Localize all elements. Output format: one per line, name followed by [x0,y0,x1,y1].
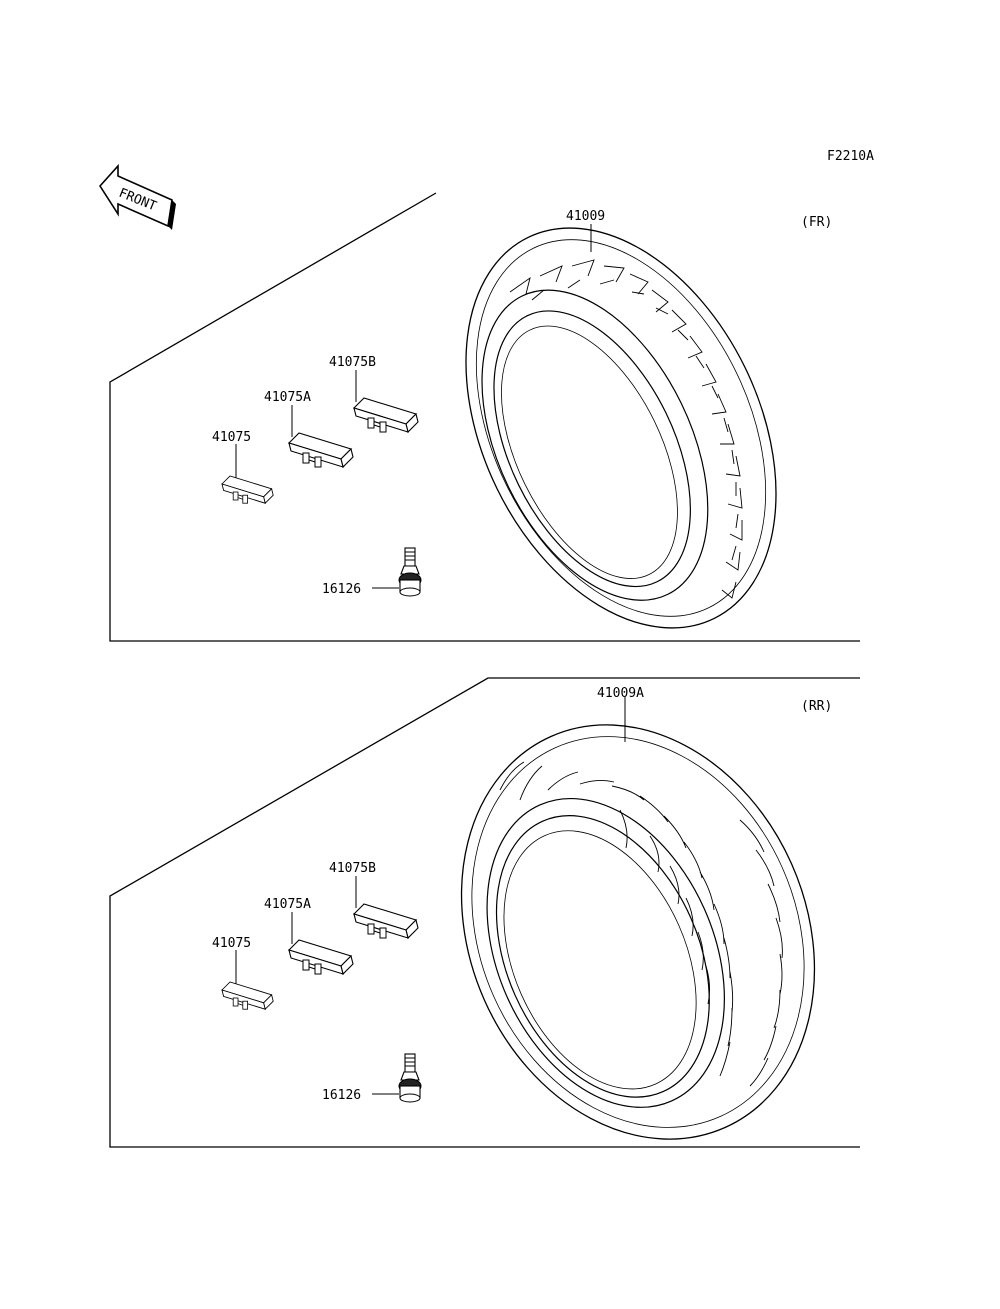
front-tire: 41009 [465,209,777,629]
rear-weight-41075B-label: 41075B [329,861,376,876]
rear-weight-41075-label: 41075 [212,936,251,951]
figure-code: F2210A [827,149,874,164]
rear-weight-41075A-label: 41075A [264,897,311,912]
front-weight-41075A: 41075A [264,390,354,468]
rear-valve: 16126 [322,1053,422,1103]
front-position-label: (FR) [801,215,832,230]
front-weight-41075-label: 41075 [212,430,251,445]
front-valve: 16126 [322,547,422,597]
rear-weight-41075B: 41075B [329,861,419,939]
front-weight-41075A-label: 41075A [264,390,311,405]
rear-section: (RR) 41009A 41075B [109,677,860,1148]
rear-position-label: (RR) [801,699,832,714]
front-valve-label: 16126 [322,582,361,597]
rear-tire: 41009A [460,686,816,1140]
front-section: (FR) 41009 41075B 4 [109,192,860,642]
front-weight-41075B-label: 41075B [329,355,376,370]
rear-weight-41075A: 41075A [264,897,354,975]
rear-tire-label: 41009A [597,686,644,701]
front-weight-41075: 41075 [212,430,274,504]
rear-valve-label: 16126 [322,1088,361,1103]
front-weight-41075B: 41075B [329,355,419,433]
front-arrow-icon: FRONT [98,163,176,230]
front-tire-label: 41009 [566,209,605,224]
rear-weight-41075: 41075 [212,936,274,1010]
